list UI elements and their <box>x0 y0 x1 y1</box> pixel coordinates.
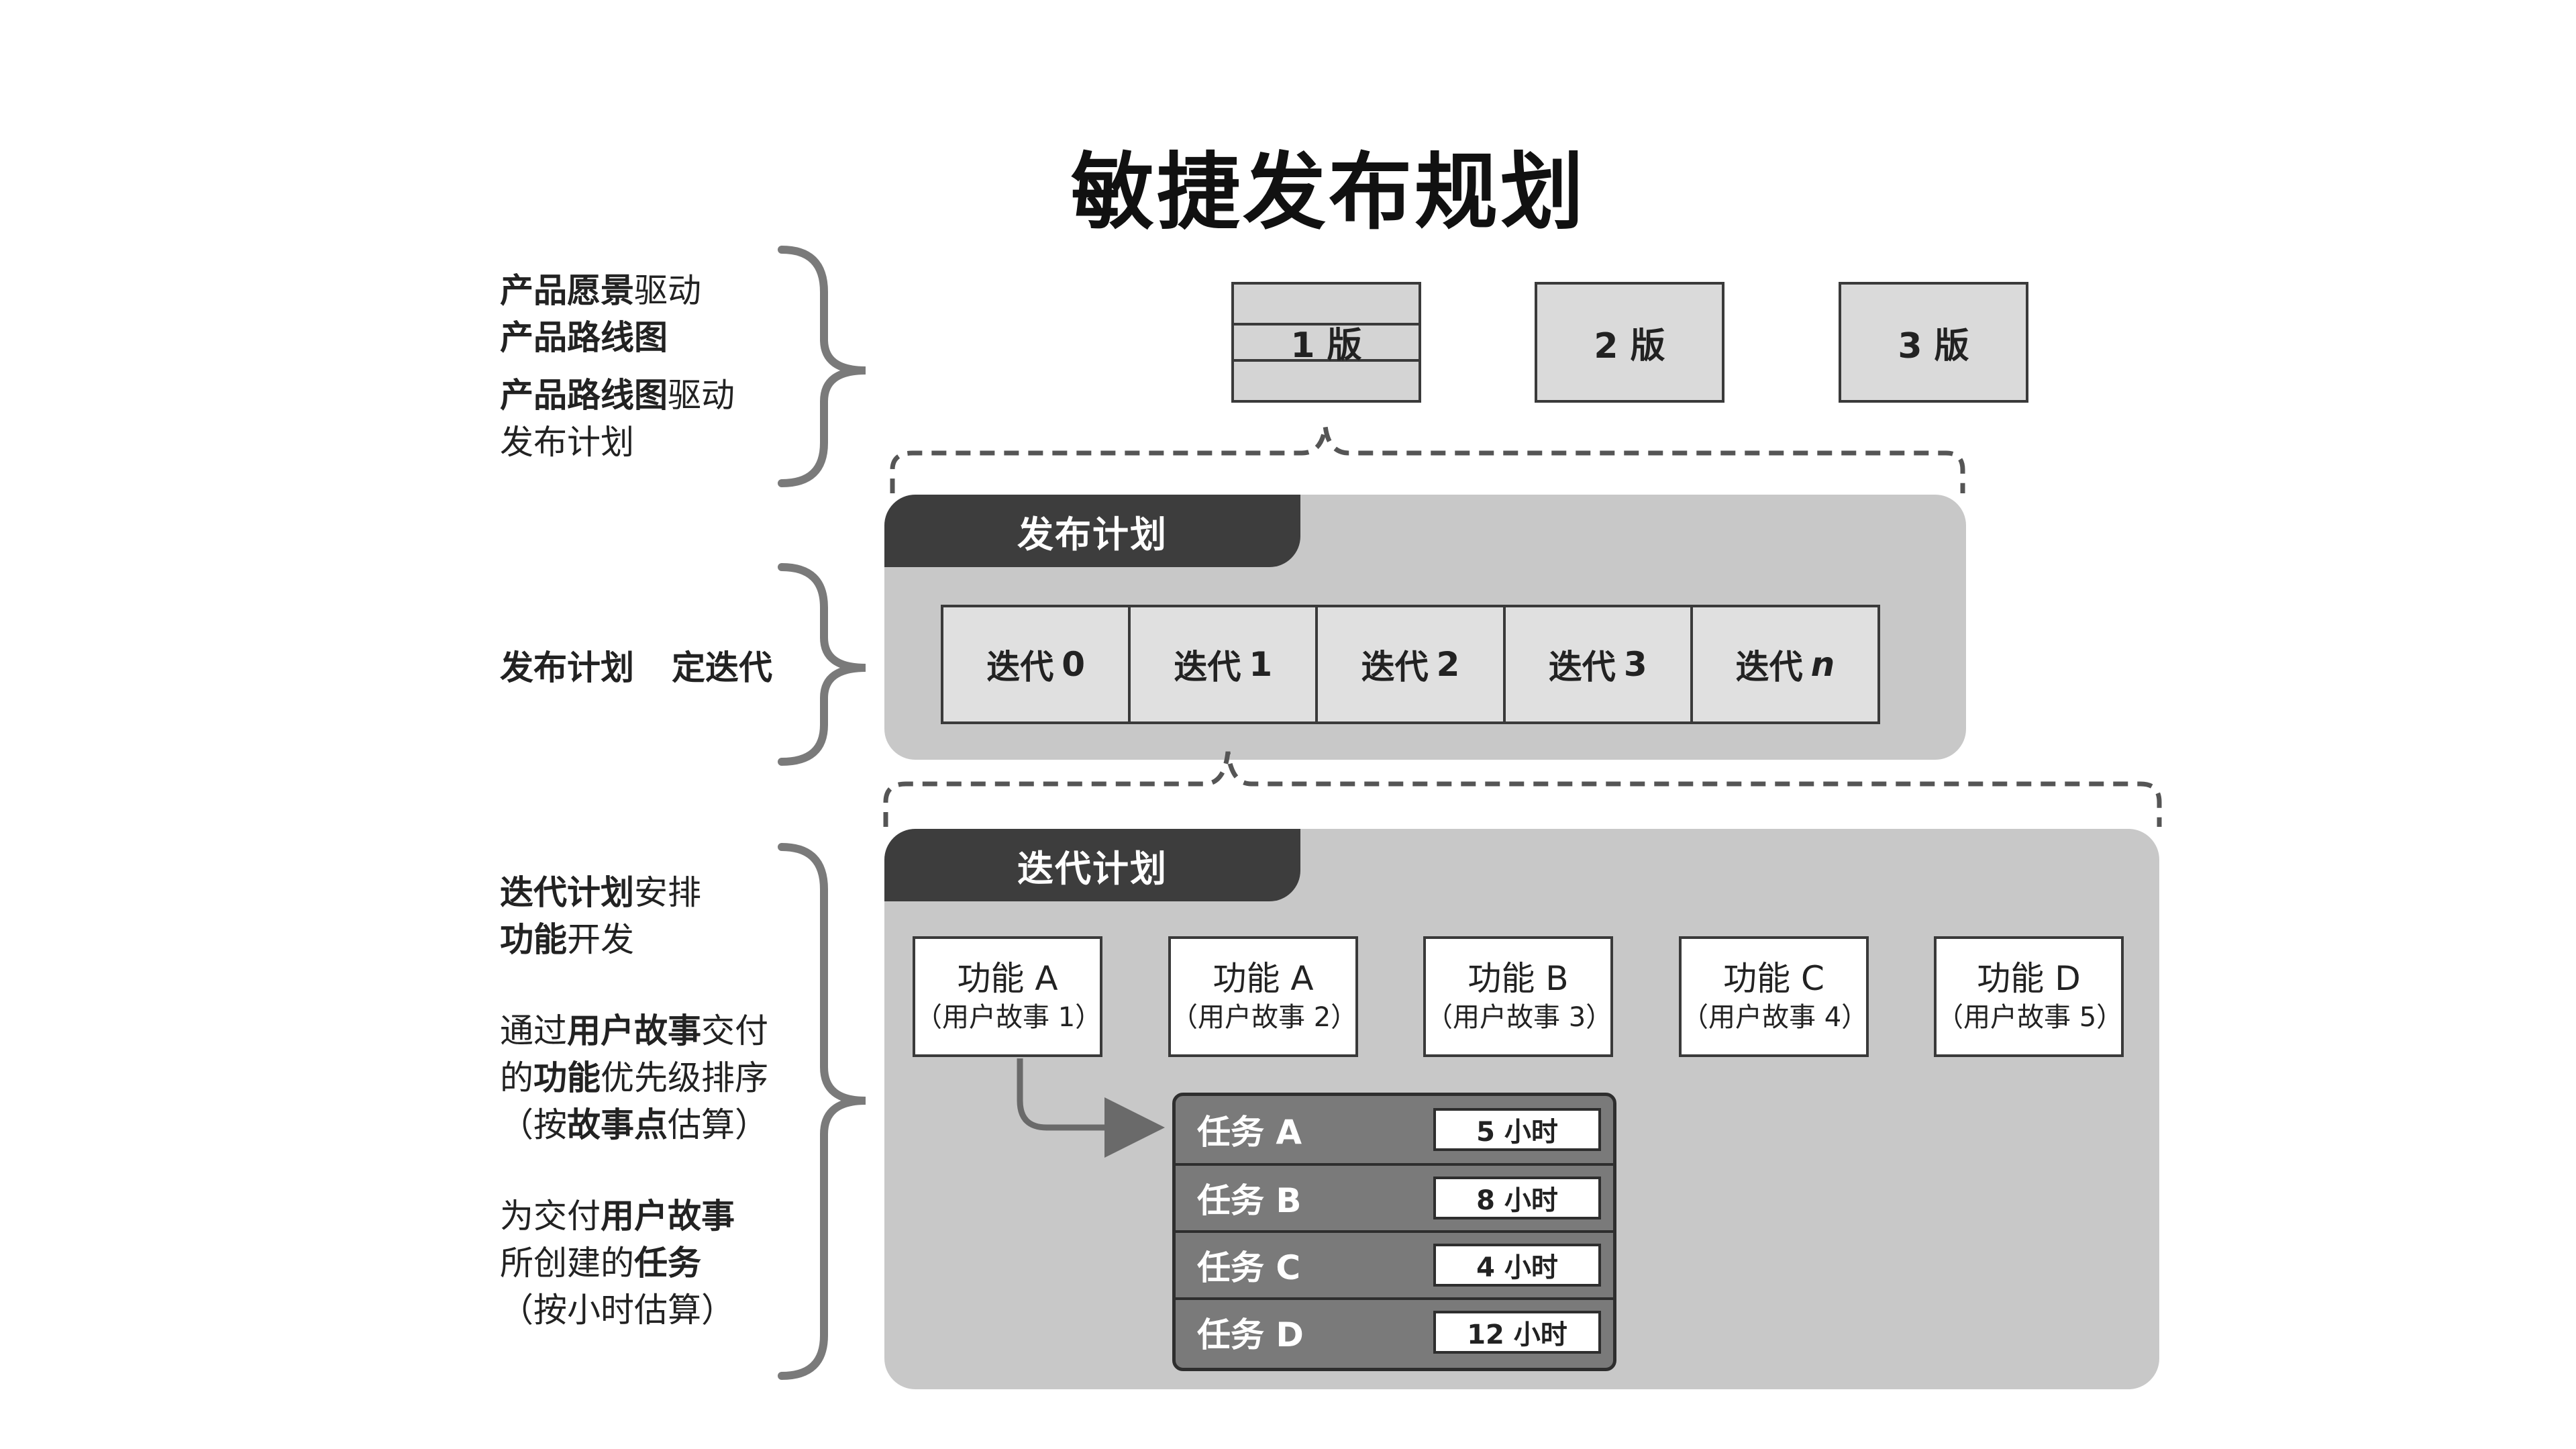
feature-name: 功能 B <box>1467 959 1569 998</box>
iteration-plan-label: 迭代计划 <box>1017 847 1168 890</box>
task-arrow <box>1017 1058 1165 1158</box>
task-row: 任务 B 8 小时 <box>1176 1163 1613 1230</box>
release-plan-label: 发布计划 <box>1017 513 1168 556</box>
task-hours: 8 小时 <box>1433 1177 1601 1219</box>
task-name: 任务 B <box>1197 1181 1302 1220</box>
feature-box-4: 功能 C （用户故事 4） <box>1679 936 1869 1057</box>
task-table: 任务 A 5 小时 任务 B 8 小时 任务 C 4 小时 任务 D 12 小时 <box>1172 1093 1616 1371</box>
release-plan-tab: 发布计划 <box>884 495 1300 567</box>
task-name: 任务 D <box>1197 1315 1304 1354</box>
feature-story: （用户故事 3） <box>1426 1002 1613 1033</box>
feature-box-5: 功能 D （用户故事 5） <box>1934 936 2124 1057</box>
feature-name: 功能 A <box>957 959 1058 998</box>
brace-3 <box>778 843 866 1380</box>
feature-story: （用户故事 4） <box>1682 1002 1869 1033</box>
note-vision: 产品愿景驱动 产品路线图 产品路线图驱动 发布计划 <box>500 271 735 462</box>
page-title: 敏捷发布规划 <box>1070 144 1586 241</box>
feature-box-1: 功能 A （用户故事 1） <box>913 936 1102 1057</box>
dashed-connector-release <box>890 426 1965 493</box>
feature-story: （用户故事 1） <box>915 1002 1102 1033</box>
feature-box-2: 功能 A （用户故事 2） <box>1168 936 1358 1057</box>
release-2-box: 2 版 <box>1535 282 1724 403</box>
task-name: 任务 A <box>1197 1113 1302 1152</box>
brace-2 <box>778 563 866 766</box>
release-3-label: 3 版 <box>1898 326 1969 366</box>
brace-1 <box>778 246 866 487</box>
task-row: 任务 A 5 小时 <box>1176 1096 1613 1163</box>
release-1-box: 1 版 <box>1231 282 1421 403</box>
release-2-label: 2 版 <box>1594 326 1665 366</box>
feature-box-3: 功能 B （用户故事 3） <box>1423 936 1613 1057</box>
feature-name: 功能 C <box>1723 959 1824 998</box>
task-hours: 4 小时 <box>1433 1244 1601 1287</box>
feature-story: （用户故事 5） <box>1937 1002 2124 1033</box>
note-release-plan: 发布计划定迭代 <box>500 648 772 687</box>
note-iteration-plan: 迭代计划安排 功能开发 通过用户故事交付 的功能优先级排序 （按故事点估算） 为… <box>500 873 768 1330</box>
iteration-plan-tab: 迭代计划 <box>884 829 1300 901</box>
release-3-box: 3 版 <box>1839 282 2028 403</box>
dashed-connector-iteration <box>883 751 2162 827</box>
feature-name: 功能 D <box>1977 959 2081 998</box>
task-row: 任务 C 4 小时 <box>1176 1230 1613 1297</box>
release-1-label: 1 版 <box>1290 326 1362 366</box>
feature-name: 功能 A <box>1213 959 1314 998</box>
task-row: 任务 D 12 小时 <box>1176 1297 1613 1364</box>
task-name: 任务 C <box>1197 1248 1301 1287</box>
task-hours: 5 小时 <box>1433 1108 1601 1151</box>
feature-story: （用户故事 2） <box>1171 1002 1358 1033</box>
task-hours: 12 小时 <box>1433 1311 1601 1354</box>
